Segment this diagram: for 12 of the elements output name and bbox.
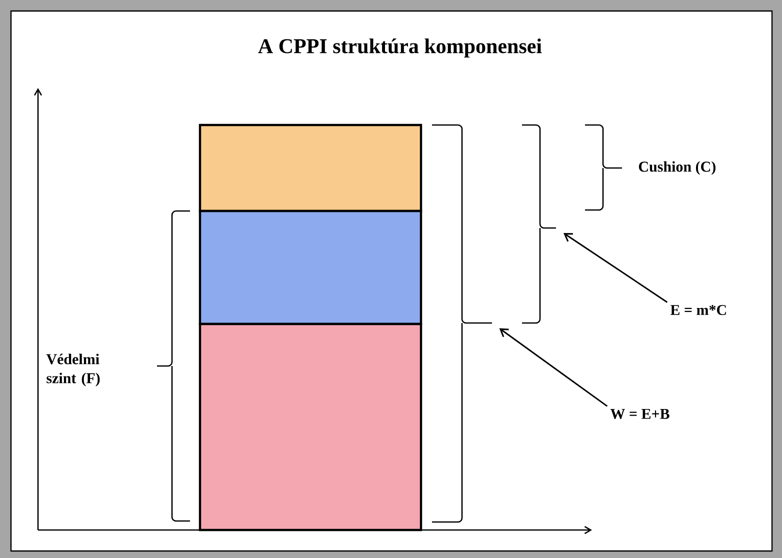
arrow: [563, 233, 668, 303]
label-text: Védelmi szint (F): [46, 354, 100, 386]
label-text: Cushion (C): [638, 161, 716, 175]
bar: [198, 124, 422, 212]
bar: [198, 210, 422, 326]
label-text: E = m*C: [670, 304, 726, 316]
arrow: [499, 328, 608, 407]
bar: [198, 322, 422, 532]
title: A CPPI struktúra komponensei: [258, 38, 542, 58]
label-text: W = E+B: [610, 408, 670, 420]
bracket: [431, 124, 493, 523]
bracket: [521, 124, 557, 324]
